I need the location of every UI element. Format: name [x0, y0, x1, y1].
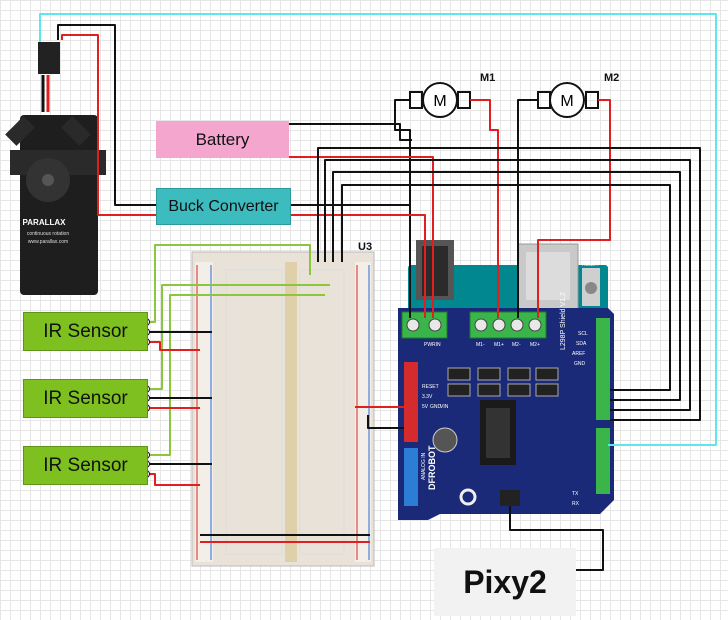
label-gnd: GND: [574, 361, 586, 367]
label-analog-in: ANALOG IN: [421, 452, 427, 480]
breadboard-label: U3: [358, 241, 373, 253]
header-5v: 5V: [422, 404, 429, 410]
header-3v3: 3.3V: [422, 394, 433, 400]
terminal-m1-plus: M1+: [494, 342, 504, 348]
battery-block: Battery: [156, 121, 289, 158]
terminal-pwrin: PWRIN: [424, 342, 441, 348]
label-sda: SDA: [576, 341, 587, 347]
ir-sensor-3: IR Sensor: [23, 446, 148, 485]
pixy2-block: Pixy2: [434, 548, 576, 616]
motor-m1-symbol: M: [433, 93, 446, 110]
breadboard: [191, 251, 375, 567]
shield-name: L298P Shield V1.2: [560, 292, 567, 350]
motor-shield: [398, 308, 614, 520]
label-arduino-reset: RESET: [582, 262, 599, 268]
ir-sensor-2: IR Sensor: [23, 379, 148, 418]
motor-m2-label: M2: [604, 72, 620, 84]
cyan-wire: [39, 13, 717, 446]
servo-brand: PARALLAX: [23, 218, 67, 227]
servo-url: www.parallax.com: [28, 239, 68, 245]
buck-converter-block: Buck Converter: [156, 188, 291, 225]
terminal-m2-plus: M2+: [530, 342, 540, 348]
label-scl: SCL: [578, 331, 588, 337]
servo-subtitle: continuous rotation: [27, 231, 69, 237]
motor-m1-label: M1: [480, 72, 496, 84]
motor-m2-symbol: M: [560, 93, 573, 110]
ir-sensor-1: IR Sensor: [23, 312, 148, 351]
terminal-m1-minus: M1-: [476, 342, 485, 348]
terminal-m2-minus: M2-: [512, 342, 521, 348]
servo-motor: [5, 42, 106, 295]
shield-brand: DFROBOT: [427, 445, 437, 490]
label-aref: AREF: [572, 351, 585, 357]
header-gnd: GND: [430, 404, 442, 410]
header-reset: RESET: [422, 384, 439, 390]
label-tx: TX: [572, 491, 579, 497]
label-rx: RX: [572, 501, 580, 507]
motor-m1: [409, 82, 471, 118]
header-vin: VIN: [440, 404, 449, 410]
